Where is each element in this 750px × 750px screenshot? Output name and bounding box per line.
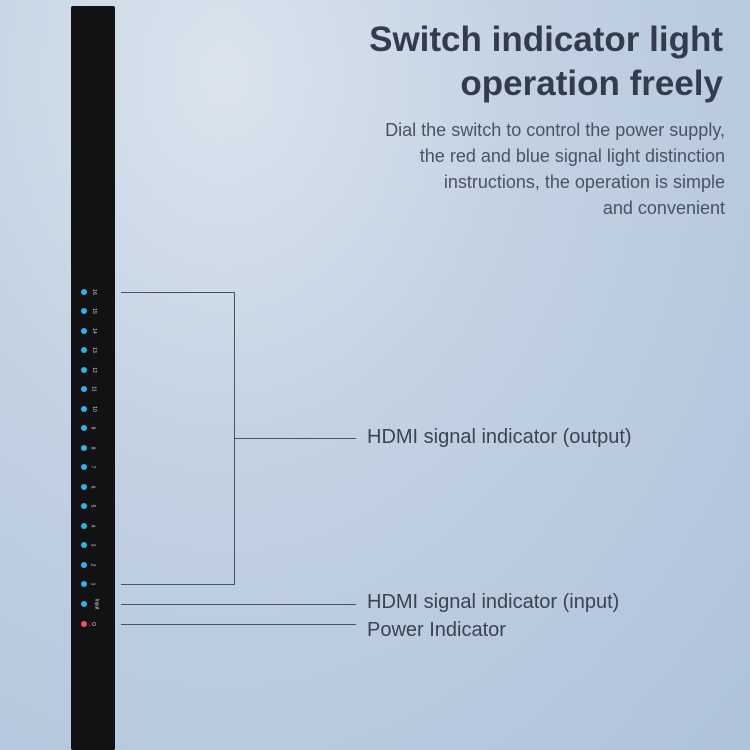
led-indicator: 10 bbox=[81, 404, 97, 414]
signal-led-icon bbox=[81, 581, 87, 588]
led-label: 6 bbox=[89, 485, 96, 489]
signal-led-icon bbox=[81, 483, 87, 490]
led-label: 8 bbox=[89, 446, 96, 450]
signal-led-icon bbox=[81, 464, 87, 471]
led-label: 13 bbox=[90, 347, 97, 354]
callout-power: Power Indicator bbox=[367, 619, 506, 641]
led-indicator: 13 bbox=[81, 345, 97, 355]
led-indicator: 15 bbox=[81, 306, 97, 316]
description-line: the red and blue signal light distinctio… bbox=[419, 146, 725, 166]
led-indicator: 14 bbox=[81, 326, 97, 336]
led-indicator: 9 bbox=[81, 423, 96, 433]
signal-led-icon bbox=[81, 366, 87, 373]
led-label: Input bbox=[93, 598, 100, 610]
signal-led-icon bbox=[81, 542, 87, 549]
led-label: 5 bbox=[89, 504, 96, 508]
led-label: 12 bbox=[90, 367, 97, 373]
description-line: and convenient bbox=[602, 198, 725, 218]
signal-led-icon bbox=[81, 327, 87, 334]
signal-led-icon bbox=[81, 444, 87, 451]
led-label: 14 bbox=[90, 328, 97, 334]
led-indicator: 7 bbox=[81, 462, 96, 472]
led-indicator: O bbox=[81, 619, 96, 629]
leader-line-power bbox=[121, 624, 356, 625]
led-indicator: 16 bbox=[81, 287, 97, 297]
led-label: 4 bbox=[89, 524, 96, 528]
signal-led-icon bbox=[81, 308, 87, 315]
signal-led-icon bbox=[81, 561, 87, 568]
leader-line-output-bottom bbox=[121, 584, 235, 585]
description-line: instructions, the operation is simple bbox=[443, 172, 725, 192]
led-indicator: 12 bbox=[81, 365, 97, 375]
description-line: Dial the switch to control the power sup… bbox=[385, 120, 725, 140]
headline-line-2: operation freely bbox=[460, 64, 723, 103]
signal-led-icon bbox=[81, 503, 87, 510]
headline-line-1: Switch indicator light bbox=[369, 20, 723, 59]
signal-led-icon bbox=[81, 405, 87, 412]
callout-output: HDMI signal indicator (output) bbox=[367, 426, 632, 448]
led-indicator: 3 bbox=[81, 540, 96, 550]
signal-led-icon bbox=[81, 601, 87, 607]
led-label: 9 bbox=[89, 426, 96, 430]
led-label: 16 bbox=[90, 289, 97, 295]
led-indicator: Input bbox=[81, 598, 102, 610]
signal-led-icon bbox=[81, 386, 87, 393]
led-label: O bbox=[89, 622, 96, 626]
signal-led-icon bbox=[81, 522, 87, 529]
led-indicator: 1 bbox=[81, 579, 96, 589]
signal-led-icon bbox=[81, 425, 87, 432]
led-label: 2 bbox=[89, 563, 96, 566]
leader-line-input bbox=[121, 604, 356, 605]
leader-line-output-top bbox=[121, 292, 235, 293]
led-indicator: 4 bbox=[81, 521, 96, 531]
led-label: 10 bbox=[90, 406, 97, 412]
led-label: 1 bbox=[89, 582, 96, 586]
led-indicator: 11 bbox=[81, 384, 97, 394]
led-indicator: 2 bbox=[81, 560, 96, 570]
led-indicator: 8 bbox=[81, 443, 96, 453]
led-label: 11 bbox=[90, 386, 97, 392]
led-indicator: 6 bbox=[81, 482, 96, 492]
led-label: 7 bbox=[89, 465, 96, 469]
led-label: 15 bbox=[90, 308, 97, 315]
headline: Switch indicator light operation freely bbox=[369, 18, 723, 106]
leader-line-output bbox=[234, 438, 356, 439]
signal-led-icon bbox=[81, 289, 87, 295]
callout-input: HDMI signal indicator (input) bbox=[367, 591, 620, 613]
signal-led-icon bbox=[81, 347, 87, 354]
led-label: 3 bbox=[89, 543, 96, 547]
led-indicator: 5 bbox=[81, 501, 96, 511]
description: Dial the switch to control the power sup… bbox=[295, 117, 725, 221]
power-led-icon bbox=[81, 621, 87, 627]
